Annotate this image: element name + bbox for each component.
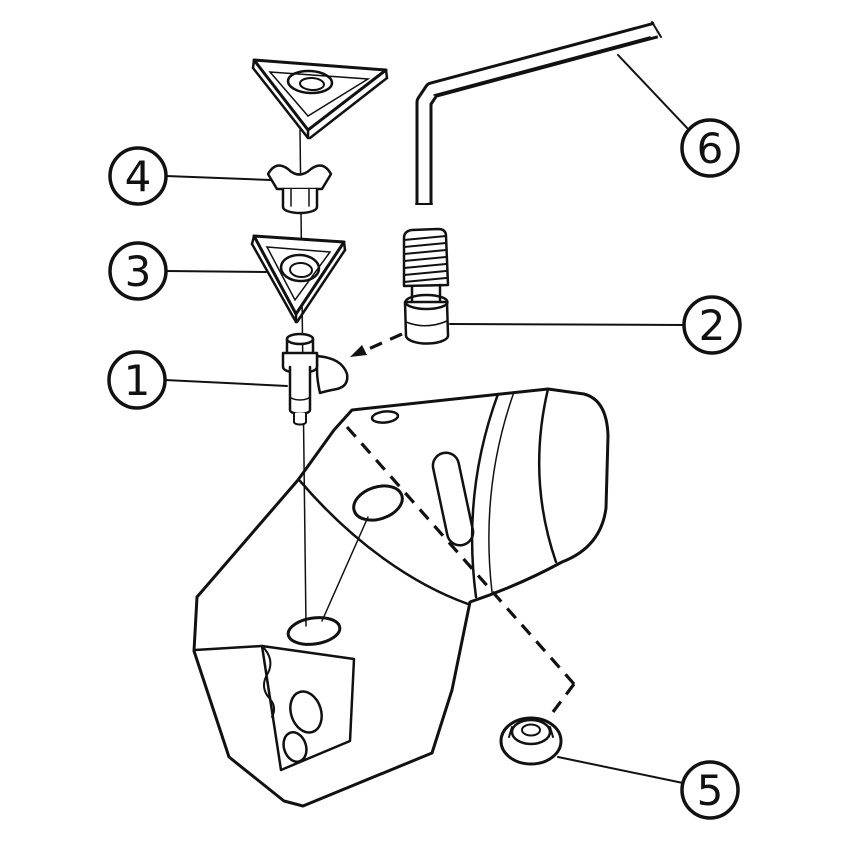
pin-tip (293, 412, 307, 426)
callout-1: 1 (107, 350, 167, 410)
callout-2-circle (682, 295, 742, 355)
insert-shim-clamp (266, 164, 333, 215)
shank-endface-edge (537, 387, 558, 564)
callout-1-circle (107, 350, 167, 410)
callout-6-circle (680, 118, 740, 178)
insert-hole (279, 253, 321, 283)
shank-slot (431, 451, 475, 547)
pocket-ledge-edge (193, 644, 264, 652)
insert-face (252, 234, 346, 316)
callout-2-leader (449, 323, 685, 326)
callout-5-number: 5 (697, 766, 724, 815)
callout-2-number: 2 (699, 301, 726, 350)
front-face-hole (352, 484, 404, 522)
top-insert-hole-inner (299, 76, 325, 92)
screw-head (403, 300, 450, 345)
callout-6-leader (617, 54, 690, 131)
screw-mount-arrowhead (350, 345, 367, 357)
pocket-hole-large (289, 690, 323, 734)
callout-3: 3 (108, 241, 168, 301)
callout-3-number: 3 (125, 247, 152, 296)
screw-mount-dash (363, 332, 403, 353)
plug-face (510, 718, 552, 746)
pin-shaft (288, 365, 312, 416)
callout-6-number: 6 (697, 124, 724, 173)
callout-5: 5 (680, 760, 740, 820)
assembly-dashed-lines (345, 332, 576, 717)
top-small-hole (370, 410, 400, 424)
pin-lever-arm (315, 354, 349, 395)
hex-key-edge-line (433, 36, 651, 96)
callout-3-leader (165, 270, 267, 273)
clamp-pin-bore (286, 616, 342, 646)
callout-4-number: 4 (125, 152, 152, 201)
clamp-body (281, 187, 319, 215)
pin-top (285, 332, 315, 346)
top-insert-thickness-right (308, 76, 389, 140)
pocket-hole-small (282, 731, 308, 763)
hex-key-long-end (651, 21, 662, 38)
insert-pocket-outline (260, 644, 356, 772)
insert-thickness-right (295, 248, 347, 324)
cutting-insert (250, 234, 347, 324)
callout-4-leader (165, 175, 271, 181)
callout-leaders (164, 54, 690, 784)
plug-socket (521, 723, 541, 737)
callout-6: 6 (680, 118, 740, 178)
top-insert-chamfer (268, 71, 371, 117)
callout-4: 4 (108, 146, 168, 206)
plug-screw (499, 716, 563, 766)
callout-5-leader (557, 756, 684, 784)
callout-5-circle (680, 760, 740, 820)
screw-head-top (404, 293, 449, 311)
insert-thickness-left (250, 242, 298, 324)
top-cutting-insert (251, 58, 389, 140)
hex-key (415, 21, 662, 205)
insert-chamfer (265, 246, 332, 302)
clamp-flare (266, 164, 333, 191)
tool-holder-body (192, 387, 610, 808)
body-silhouette (192, 387, 610, 808)
clamp-screw (402, 227, 450, 345)
callout-4-circle (108, 146, 168, 206)
top-insert-thickness-left (251, 66, 310, 140)
bore-axis-line (321, 516, 369, 622)
callout-1-leader (164, 379, 288, 387)
pocket-finger-edge (261, 645, 276, 718)
callout-2: 2 (682, 295, 742, 355)
callout-1-number: 1 (124, 356, 151, 405)
head-facet-edge (298, 479, 470, 606)
top-insert-hole (286, 69, 334, 95)
plug-mount-dash-2 (548, 683, 576, 717)
plug-outer (499, 716, 563, 766)
clamp-lever-pin (281, 332, 349, 426)
insert-hole-inner (289, 261, 313, 279)
shank-flange-edge (470, 392, 500, 599)
callout-3-circle (108, 241, 168, 301)
screw-neck (410, 283, 442, 302)
shank-flange-edge-2 (488, 391, 515, 593)
